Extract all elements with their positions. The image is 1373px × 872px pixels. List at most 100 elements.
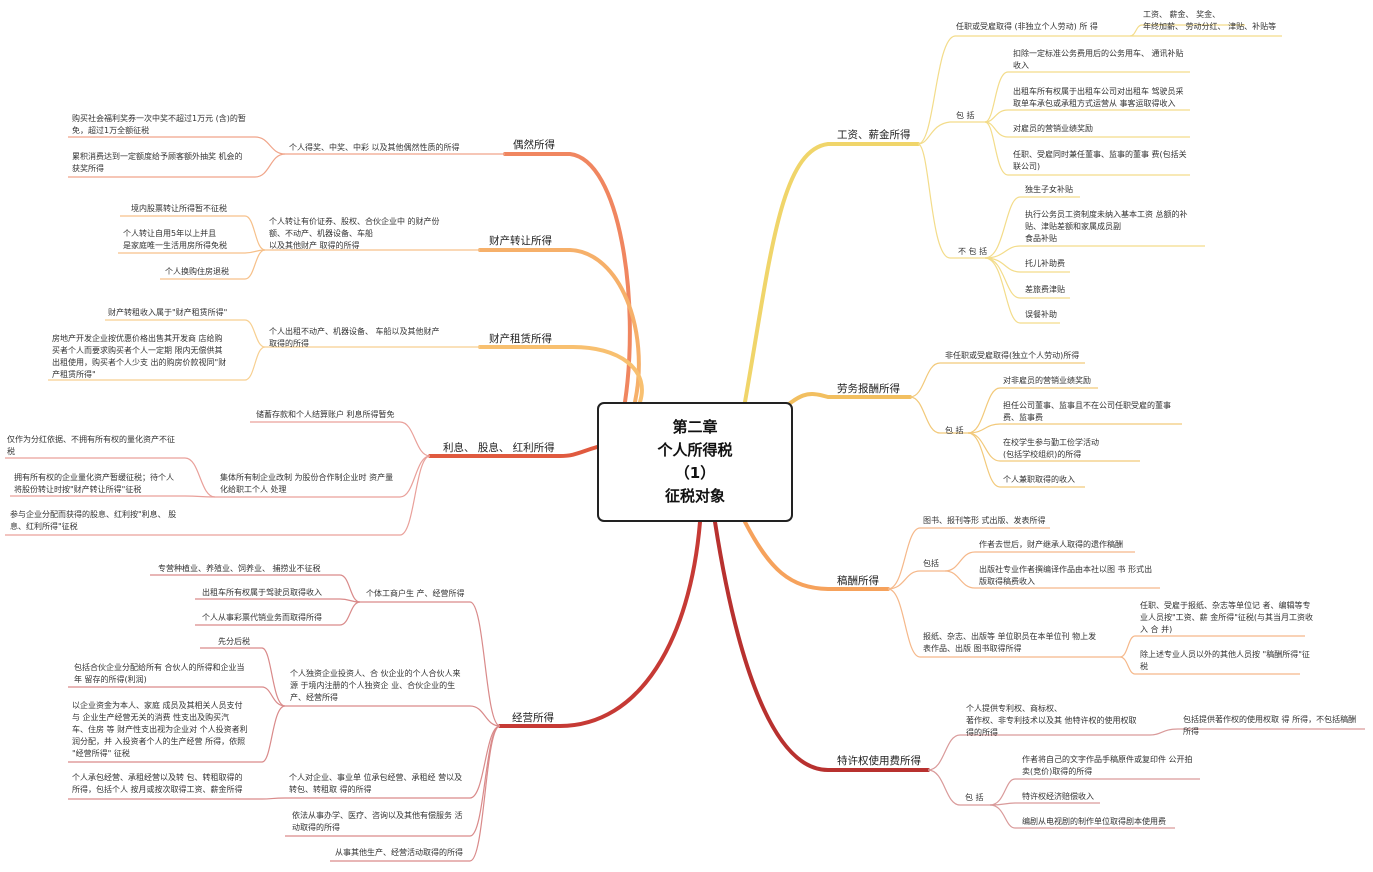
lease-case-2b[interactable]: 买者个人而要求购买者个人一定期 限内无偿供其 — [52, 346, 223, 355]
royalty-node-3-1c[interactable]: 入 合 并) — [1140, 625, 1173, 634]
business-node-1-3[interactable]: 个人从事彩票代销业务而取得所得 — [202, 613, 322, 622]
franchise-node-1b[interactable]: 著作权、非专利技术以及其 他特许权的使用权取 — [966, 716, 1137, 725]
branch-label-business[interactable]: 经营所得 — [512, 712, 554, 724]
branch-label-incidental[interactable]: 偶然所得 — [513, 139, 555, 151]
franchise-inc-2[interactable]: 特许权经济赔偿收入 — [1022, 792, 1094, 801]
wages-exc-3[interactable]: 托儿补助费 — [1025, 259, 1065, 268]
wages-inc-1b[interactable]: 收入 — [1013, 61, 1029, 70]
wages-inc-1a[interactable]: 扣除一定标准公务费用后的公务用车、 通讯补贴 — [1013, 49, 1184, 58]
business-node-1-1[interactable]: 专营种植业、养殖业、饲养业、 捕捞业不征税 — [158, 564, 321, 573]
business-node-2-3e[interactable]: "经营所得" 征税 — [72, 749, 130, 758]
wages-inc-2b[interactable]: 取单车承包或承租方式运营从 事客运取得收入 — [1013, 99, 1176, 108]
incidental-case-1b[interactable]: 免，超过1万全额征税 — [72, 126, 150, 135]
labor-include[interactable]: 包 括 — [945, 426, 964, 435]
lease-node-1b[interactable]: 取得的所得 — [269, 339, 309, 348]
lease-case-1[interactable]: 财产转租收入属于"财产租赁所得" — [108, 308, 228, 317]
labor-inc-3b[interactable]: (包括学校组织)的所得 — [1003, 450, 1082, 459]
labor-inc-2b[interactable]: 费、监事费 — [1003, 413, 1043, 422]
branch-label-interest[interactable]: 利息、 股息、 红利所得 — [443, 442, 555, 454]
business-node-3b[interactable]: 转包、转租取 得的所得 — [289, 785, 372, 794]
lease-case-2a[interactable]: 房地产开发企业按优惠价格出售其开发商 店给购 — [52, 334, 223, 343]
wages-exclude[interactable]: 不 包 括 — [958, 247, 988, 256]
lease-case-2c[interactable]: 出租使用，购买者个人少支 出的购房价款视同"财 — [52, 358, 227, 367]
wages-exc-1[interactable]: 独生子女补贴 — [1025, 185, 1073, 194]
branch-label-lease[interactable]: 财产租赁所得 — [489, 333, 552, 345]
business-node-2-1[interactable]: 先分后税 — [218, 637, 250, 646]
labor-inc-2a[interactable]: 担任公司董事、监事且不在公司任职受雇的董事 — [1003, 401, 1171, 410]
lease-node-1a[interactable]: 个人出租不动产、机器设备、 车船以及其他财产 — [269, 327, 440, 336]
business-node-3-1a[interactable]: 个人承包经营、承租经营以及转 包、转租取得的 — [72, 773, 243, 782]
wages-node-1-items-2[interactable]: 年终加薪、 劳动分红、 津贴、补贴等 — [1143, 22, 1277, 31]
franchise-include[interactable]: 包 括 — [965, 793, 984, 802]
wages-exc-2c[interactable]: 食品补贴 — [1025, 234, 1057, 243]
franchise-node-1c[interactable]: 得的所得 — [966, 728, 998, 737]
interest-case-1a[interactable]: 仅作为分红依据、不拥有所有权的量化资产不征 — [7, 435, 175, 444]
wages-exc-5[interactable]: 误餐补助 — [1025, 310, 1057, 319]
royalty-node-3a[interactable]: 报纸、杂志、出版等 单位职员在本单位刊 物上发 — [923, 632, 1097, 641]
interest-node-2b[interactable]: 化给职工个人 处理 — [220, 485, 287, 494]
business-node-1-2[interactable]: 出租车所有权属于驾驶员取得收入 — [202, 588, 322, 597]
royalty-node-3-2a[interactable]: 除上述专业人员以外的其他人员按 "稿酬所得"征 — [1140, 650, 1310, 659]
franchise-node-1a[interactable]: 个人提供专利权、商标权、 — [966, 704, 1062, 713]
lease-case-2d[interactable]: 产租赁所得" — [52, 370, 96, 379]
business-node-3a[interactable]: 个人对企业、事业单 位承包经营、承租经 营以及 — [289, 773, 463, 782]
royalty-inc-2a[interactable]: 出版社专业作者撰编译作品由本社以图 书 形式出 — [979, 565, 1153, 574]
royalty-inc-1[interactable]: 作者去世后，财产继承人取得的遗作稿酬 — [979, 540, 1123, 549]
interest-node-3b[interactable]: 息、红利所得"征税 — [10, 522, 78, 531]
interest-node-3a[interactable]: 参与企业分配而获得的股息、红利按"利息、 股 — [10, 510, 177, 519]
franchise-inc-1b[interactable]: 卖(竞价)取得的所得 — [1022, 767, 1093, 776]
transfer-node-1b[interactable]: 额、不动产、机器设备、车船 — [269, 229, 373, 238]
interest-case-2b[interactable]: 将股份转让时按"财产转让所得"征税 — [14, 485, 142, 494]
business-node-1[interactable]: 个体工商户生 产、经营所得 — [366, 589, 465, 598]
branch-label-transfer[interactable]: 财产转让所得 — [489, 235, 552, 247]
central-topic[interactable]: 第二章 个人所得税 （1） 征税对象 — [597, 402, 793, 522]
wages-include[interactable]: 包 括 — [956, 111, 975, 120]
royalty-inc-2b[interactable]: 版取得稿费收入 — [979, 577, 1035, 586]
royalty-include[interactable]: 包括 — [923, 559, 939, 568]
wages-node-1[interactable]: 任职或受雇取得 (非独立个人劳动) 所 得 — [956, 22, 1098, 31]
royalty-node-3b[interactable]: 表作品、出版 图书取得所得 — [923, 644, 1022, 653]
business-node-2c[interactable]: 产、经营所得 — [290, 693, 338, 702]
incidental-node-1[interactable]: 个人得奖、中奖、中彩 以及其他偶然性质的所得 — [289, 143, 460, 152]
business-node-2-3d[interactable]: 润分配，并 入投资者个人的生产经营 所得，依照 — [72, 737, 246, 746]
franchise-inc-1a[interactable]: 作者将自己的文字作品手稿原件或复印件 公开拍 — [1022, 755, 1193, 764]
transfer-case-1[interactable]: 境内股票转让所得暂不征税 — [131, 204, 227, 213]
labor-node-1[interactable]: 非任职或受雇取得(独立个人劳动)所得 — [945, 351, 1080, 360]
incidental-case-2a[interactable]: 累积消费达到一定额度给予顾客额外抽奖 机会的 — [72, 152, 243, 161]
business-node-2-3a[interactable]: 以企业资金为本人、家庭 成员及其相关人员支付 — [72, 701, 243, 710]
wages-exc-4[interactable]: 差旅费津贴 — [1025, 285, 1065, 294]
royalty-node-3-1b[interactable]: 业人员按"工资、薪 金所得"征税(与其当月工资收 — [1140, 613, 1314, 622]
business-node-4a[interactable]: 依法从事办学、医疗、咨询以及其他有偿服务 活 — [292, 811, 463, 820]
wages-exc-2b[interactable]: 贴、津贴差额和家属成员副 — [1025, 222, 1121, 231]
labor-inc-3a[interactable]: 在校学生参与勤工俭学活动 — [1003, 438, 1099, 447]
transfer-node-1a[interactable]: 个人转让有价证券、股权、合伙企业中 的财产份 — [269, 217, 440, 226]
business-node-5[interactable]: 从事其他生产、经营活动取得的所得 — [335, 848, 463, 857]
franchise-inc-3[interactable]: 编剧从电视剧的制作单位取得剧本使用费 — [1022, 817, 1166, 826]
interest-case-1b[interactable]: 税 — [7, 447, 15, 456]
incidental-case-2b[interactable]: 获奖所得 — [72, 164, 104, 173]
wages-inc-2a[interactable]: 出租车所有权属于出租车公司对出租车 驾驶员采 — [1013, 87, 1184, 96]
business-node-3-1b[interactable]: 所得，包括个人 按月或按次取得工资、薪金所得 — [72, 785, 243, 794]
transfer-case-2a[interactable]: 个人转让自用5年以上并且 — [123, 229, 217, 238]
royalty-node-3-2b[interactable]: 税 — [1140, 662, 1148, 671]
business-node-2-3c[interactable]: 车、住房 等 财产性支出视为企业对 个人投资者利 — [72, 725, 248, 734]
franchise-node-1-1a[interactable]: 包括提供著作权的使用权取 得 所得，不包括稿酬 — [1183, 715, 1357, 724]
branch-label-franchise[interactable]: 特许权使用费所得 — [837, 755, 921, 767]
business-node-2b[interactable]: 源 于境内注册的个人独资企 业、合伙企业的生 — [290, 681, 456, 690]
business-node-2-2b[interactable]: 年 留存的所得(利润) — [74, 675, 147, 684]
business-node-2-3b[interactable]: 与 企业生产经营无关的消费 性支出及购买汽 — [72, 713, 230, 722]
transfer-node-1c[interactable]: 以及其他财产 取得的所得 — [269, 241, 360, 250]
business-node-2a[interactable]: 个人独资企业投资人、合 伙企业的个人合伙人来 — [290, 669, 461, 678]
business-node-2-2a[interactable]: 包括合伙企业分配给所有 合伙人的所得和企业当 — [74, 663, 245, 672]
royalty-node-1[interactable]: 图书、报刊等形 式出版、发表所得 — [923, 516, 1046, 525]
transfer-case-3[interactable]: 个人换购住房退税 — [165, 267, 229, 276]
wages-exc-2a[interactable]: 执行公务员工资制度未纳入基本工资 总额的补 — [1025, 210, 1188, 219]
interest-case-2a[interactable]: 拥有所有权的企业量化资产暂缓征税；待个人 — [14, 473, 174, 482]
business-node-4b[interactable]: 动取得的所得 — [292, 823, 340, 832]
wages-inc-4a[interactable]: 任职、受雇同时兼任董事、监事的董事 费(包括关 — [1013, 150, 1187, 159]
wages-inc-4b[interactable]: 联公司) — [1013, 162, 1041, 171]
incidental-case-1a[interactable]: 购买社会福利奖券一次中奖不超过1万元 (含)的暂 — [72, 114, 246, 123]
wages-inc-3[interactable]: 对雇员的营销业绩奖励 — [1013, 124, 1093, 133]
franchise-node-1-1b[interactable]: 所得 — [1183, 727, 1199, 736]
wages-node-1-items[interactable]: 工资、 薪金、 奖金、 — [1143, 10, 1221, 19]
